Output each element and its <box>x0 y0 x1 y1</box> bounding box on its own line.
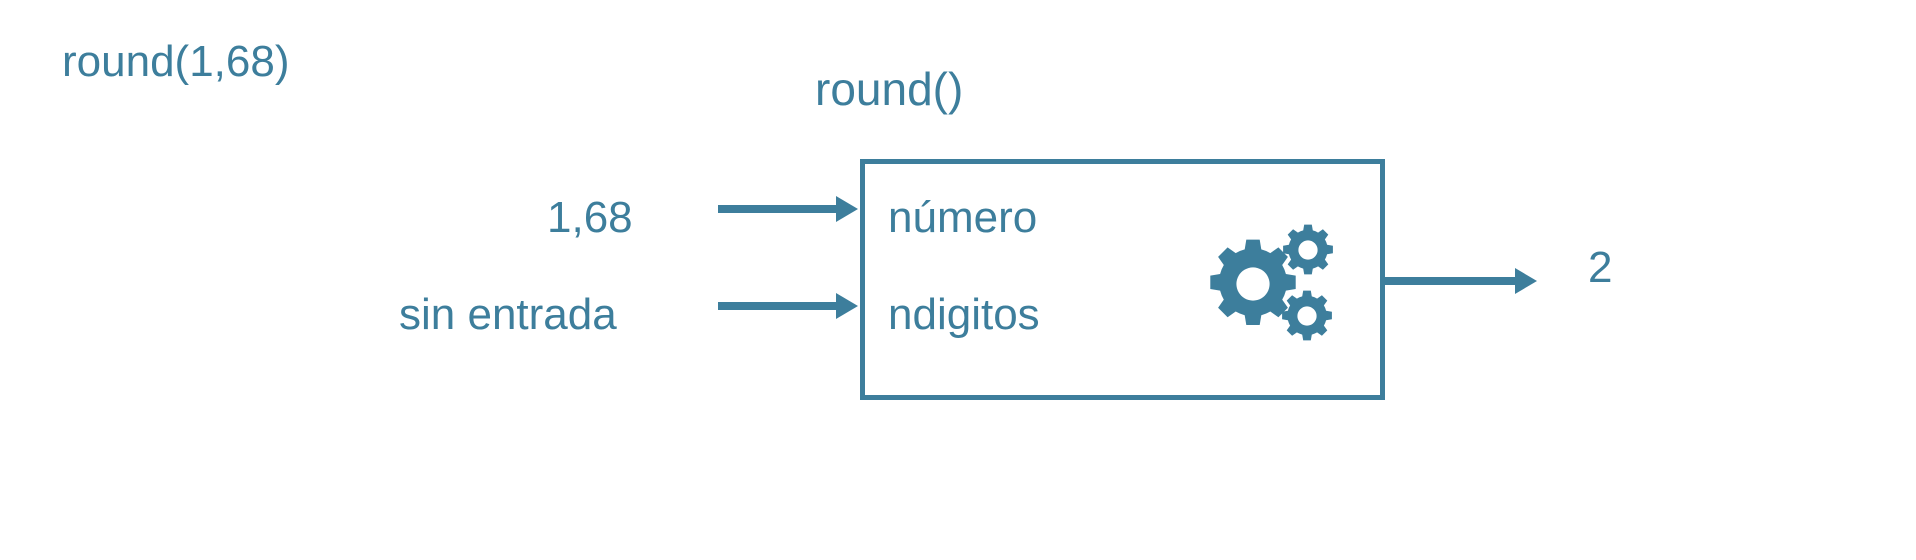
arrow-right-icon-input-numero <box>718 196 858 222</box>
argument-value-numero: 1,68 <box>547 193 633 242</box>
arrow-shaft <box>1385 277 1515 285</box>
arrow-shaft <box>718 205 836 213</box>
gears-icon <box>1208 222 1340 344</box>
arrow-right-icon-output <box>1385 268 1540 294</box>
return-value: 2 <box>1588 243 1613 292</box>
parameter-label-numero: número <box>888 193 1038 242</box>
function-box <box>860 159 1385 400</box>
expression-caption: round(1,68) <box>62 37 290 86</box>
argument-value-ndigitos: sin entrada <box>399 290 617 339</box>
arrow-right-icon-input-ndigitos <box>718 293 858 319</box>
arrow-head <box>836 196 858 222</box>
function-title: round() <box>815 63 964 115</box>
arrow-head <box>1515 268 1537 294</box>
arrow-head <box>836 293 858 319</box>
parameter-label-ndigitos: ndigitos <box>888 290 1040 339</box>
arrow-shaft <box>718 302 836 310</box>
